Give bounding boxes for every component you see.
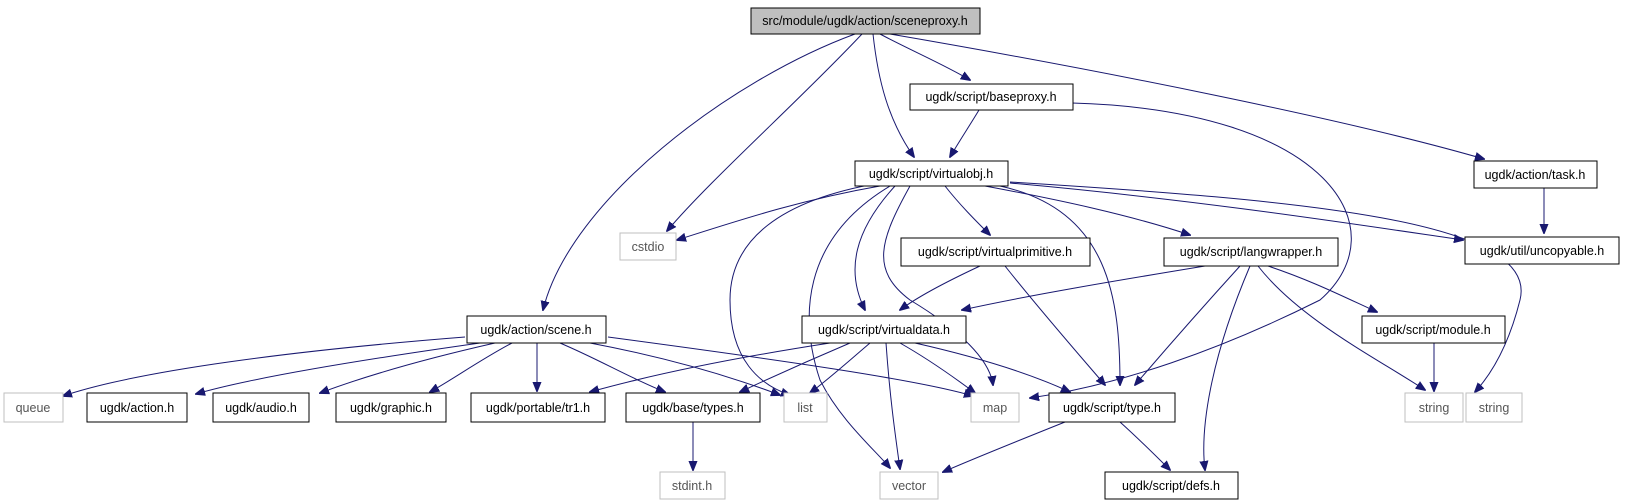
node-audio-h[interactable]: ugdk/audio.h — [212, 392, 310, 423]
edge-virtualdata-list — [810, 342, 871, 393]
node-label: ugdk/script/langwrapper.h — [1180, 245, 1322, 259]
node-label: ugdk/script/module.h — [1375, 323, 1490, 337]
edge-virtualobj-cstdio — [677, 185, 881, 240]
node-cstdio[interactable]: cstdio — [619, 232, 677, 261]
node-label: map — [983, 401, 1007, 415]
edge-virtualdata-type — [914, 342, 1070, 392]
edge-root-baseproxy — [879, 33, 970, 80]
node-label: string — [1419, 401, 1450, 415]
node-map[interactable]: map — [970, 392, 1020, 423]
node-uncopyable-h[interactable]: ugdk/util/uncopyable.h — [1464, 236, 1620, 265]
node-string-virtualobj[interactable]: string — [1465, 392, 1523, 423]
node-label: ugdk/base/types.h — [642, 401, 744, 415]
edge-langwrapper-type — [1135, 265, 1241, 385]
node-types-h[interactable]: ugdk/base/types.h — [625, 392, 761, 423]
edge-type-vector — [943, 421, 1066, 472]
node-label: ugdk/script/virtualobj.h — [869, 167, 993, 181]
node-label: ugdk/script/virtualprimitive.h — [918, 245, 1072, 259]
edge-virtualobj-map — [883, 185, 993, 385]
edge-virtualobj-type — [999, 185, 1120, 385]
edge-virtualobj-list — [729, 182, 881, 395]
edge-virtualobj-vector — [808, 185, 890, 468]
edge-root-virtualobj — [872, 33, 914, 157]
node-label: ugdk/action/task.h — [1485, 168, 1586, 182]
node-label: ugdk/portable/tr1.h — [486, 401, 590, 415]
node-label: ugdk/action/scene.h — [480, 323, 591, 337]
edge-scene-queue — [63, 336, 466, 396]
edge-scene-list — [589, 342, 780, 395]
edge-virtualobj-virtualprimitive — [944, 185, 990, 235]
node-label: ugdk/audio.h — [225, 401, 297, 415]
node-label: ugdk/action.h — [100, 401, 174, 415]
node-string-langwrapper[interactable]: string — [1404, 392, 1464, 423]
node-task-h[interactable]: ugdk/action/task.h — [1473, 160, 1598, 189]
edge-langwrapper-defs — [1204, 265, 1251, 470]
node-defs-h[interactable]: ugdk/script/defs.h — [1104, 471, 1239, 500]
node-label: list — [797, 401, 813, 415]
node-label: ugdk/script/baseproxy.h — [925, 90, 1056, 104]
edge-scene-action — [196, 342, 481, 394]
edge-baseproxy-map — [1030, 102, 1352, 398]
edge-virtualobj-uncopyable — [1009, 182, 1463, 240]
node-label: ugdk/util/uncopyable.h — [1480, 244, 1604, 258]
node-label: string — [1479, 401, 1510, 415]
node-module-h[interactable]: ugdk/script/module.h — [1361, 315, 1506, 344]
node-sceneproxy-h[interactable]: src/module/ugdk/action/sceneproxy.h — [750, 7, 981, 35]
node-label: cstdio — [632, 240, 665, 254]
edge-scene-audio — [320, 342, 496, 393]
node-label: ugdk/script/defs.h — [1122, 479, 1220, 493]
node-label: queue — [16, 401, 51, 415]
edge-virtualdata-tr1 — [590, 342, 831, 392]
edge-virtualprimitive-type — [1004, 265, 1105, 385]
edge-scene-map — [607, 336, 973, 396]
node-label: src/module/ugdk/action/sceneproxy.h — [762, 14, 967, 28]
node-virtualobj-h[interactable]: ugdk/script/virtualobj.h — [854, 160, 1009, 187]
edge-langwrapper-virtualdata — [962, 265, 1206, 310]
node-langwrapper-h[interactable]: ugdk/script/langwrapper.h — [1163, 237, 1339, 267]
node-label: ugdk/graphic.h — [350, 401, 432, 415]
edge-root-scene — [543, 33, 856, 310]
edge-root-task — [889, 33, 1484, 159]
node-type-h[interactable]: ugdk/script/type.h — [1048, 392, 1176, 423]
node-vector[interactable]: vector — [879, 471, 939, 500]
node-scene-h[interactable]: ugdk/action/scene.h — [466, 315, 607, 344]
node-baseproxy-h[interactable]: ugdk/script/baseproxy.h — [909, 83, 1074, 111]
node-list[interactable]: list — [783, 392, 828, 423]
edge-virtualdata-vector — [885, 342, 900, 469]
node-label: ugdk/script/type.h — [1063, 401, 1161, 415]
edge-langwrapper-string — [1257, 265, 1425, 390]
edge-langwrapper-module — [1267, 265, 1377, 312]
node-virtualprimitive-h[interactable]: ugdk/script/virtualprimitive.h — [900, 237, 1091, 267]
node-stdint-h[interactable]: stdint.h — [659, 471, 726, 500]
node-graphic-h[interactable]: ugdk/graphic.h — [335, 392, 447, 423]
edge-virtualobj-string — [1009, 181, 1522, 392]
node-action-h[interactable]: ugdk/action.h — [86, 392, 188, 423]
edge-root-cstdio — [667, 33, 863, 231]
node-virtualdata-h[interactable]: ugdk/script/virtualdata.h — [801, 315, 967, 344]
edge-scene-types — [559, 342, 665, 392]
node-queue[interactable]: queue — [3, 392, 64, 423]
edge-virtualprimitive-virtualdata — [900, 265, 981, 310]
edge-scene-graphic — [430, 342, 513, 392]
edge-virtualobj-langwrapper — [984, 185, 1190, 235]
node-label: ugdk/script/virtualdata.h — [818, 323, 950, 337]
node-label: vector — [892, 479, 926, 493]
node-tr1-h[interactable]: ugdk/portable/tr1.h — [470, 392, 606, 423]
edge-baseproxy-virtualobj — [950, 109, 980, 157]
node-label: stdint.h — [672, 479, 712, 493]
edge-type-defs — [1119, 421, 1170, 470]
edge-virtualdata-map — [899, 342, 975, 393]
edge-virtualobj-virtualdata — [854, 185, 896, 310]
edge-virtualdata-types — [740, 342, 851, 392]
